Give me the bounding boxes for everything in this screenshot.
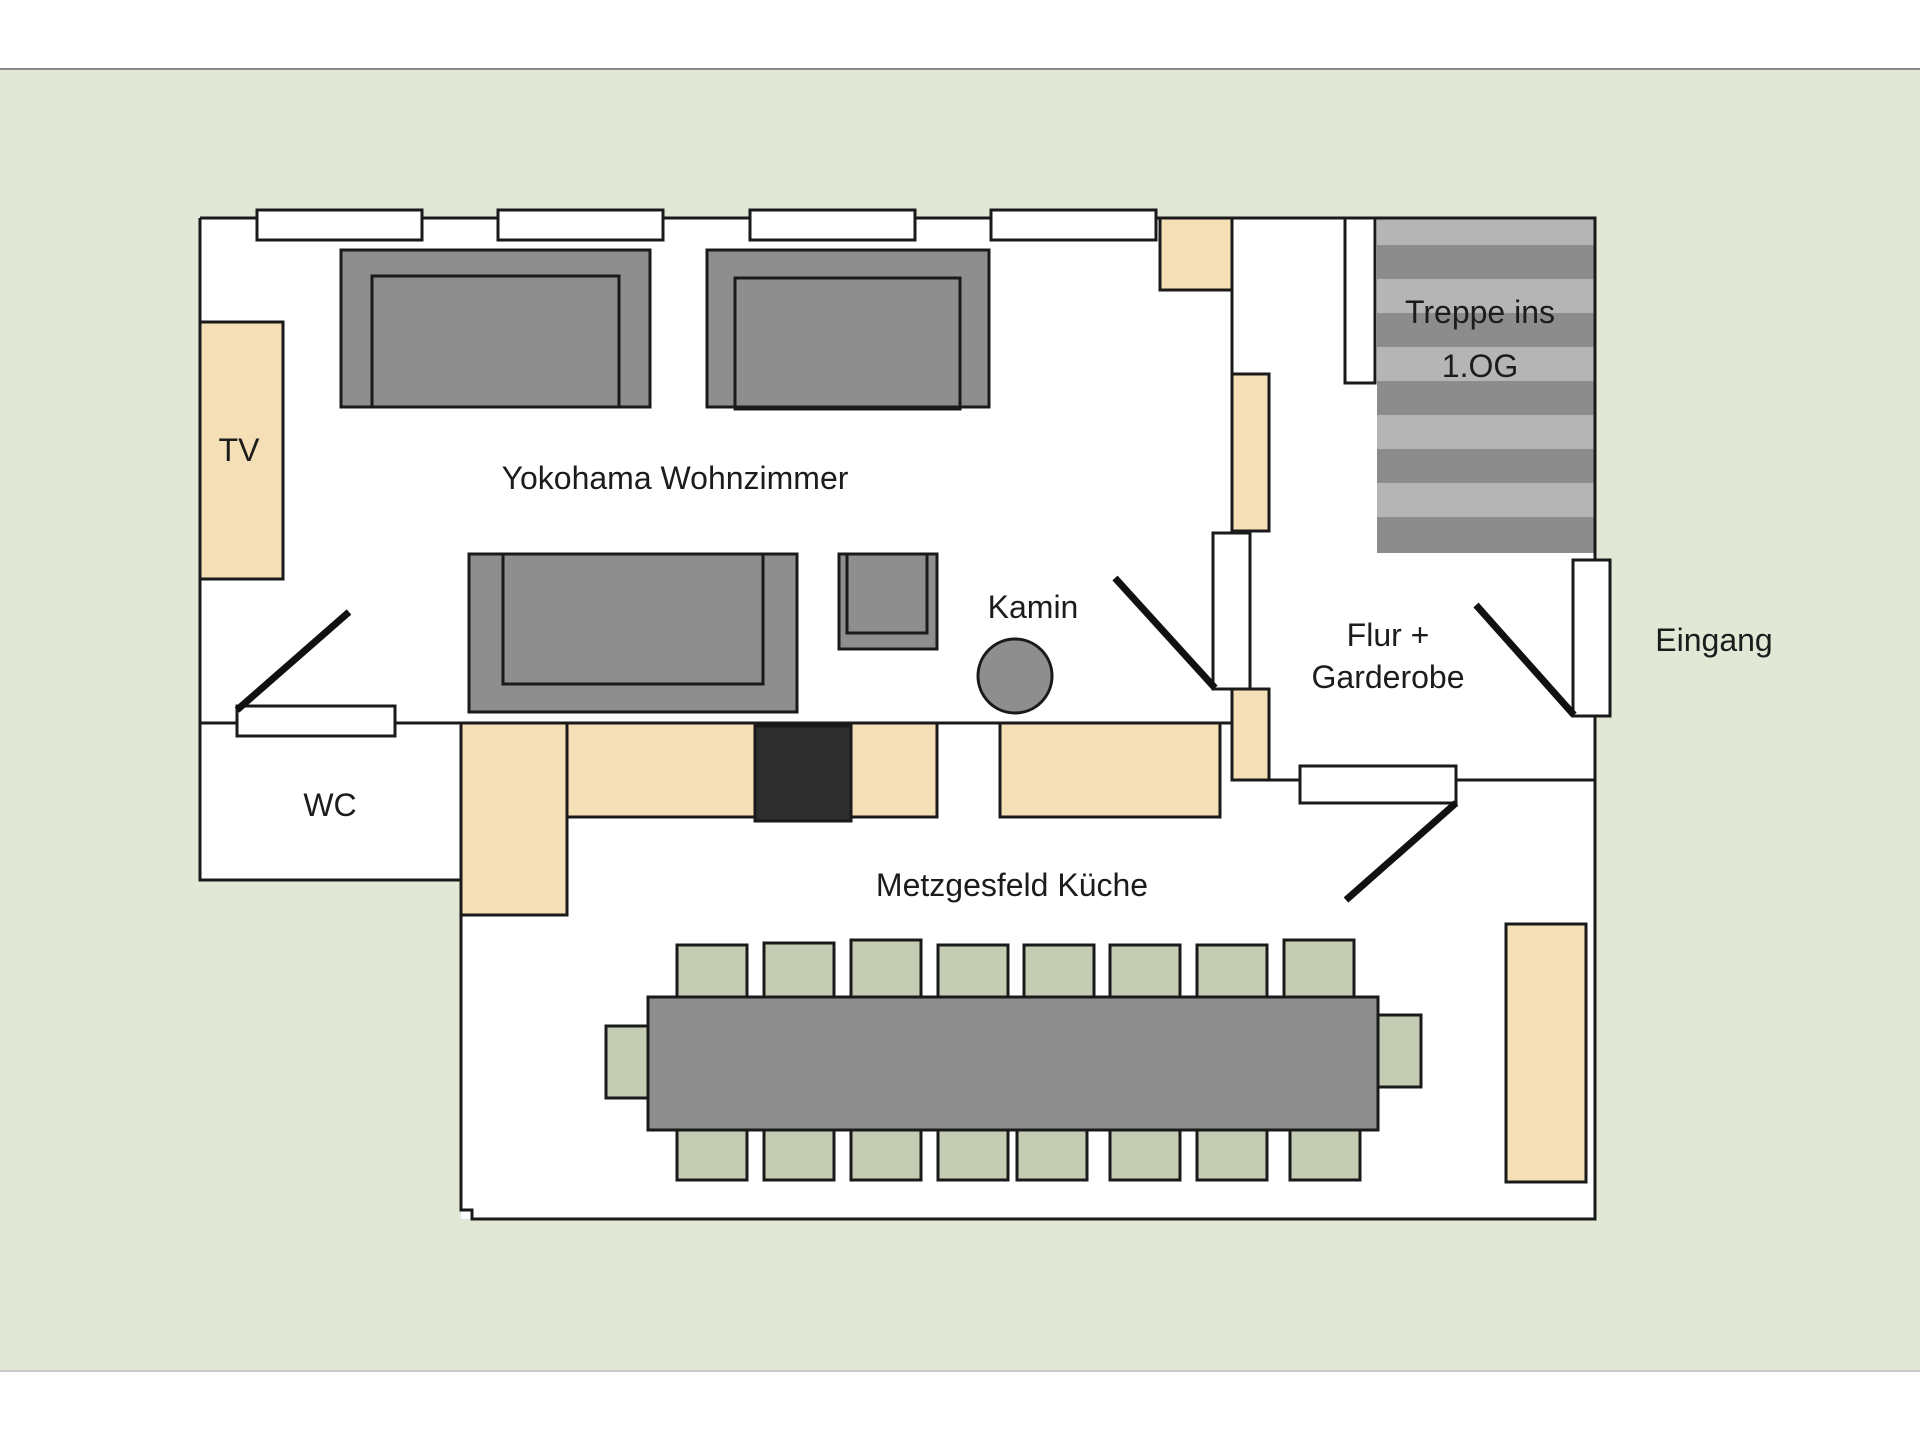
window <box>496 208 665 242</box>
outer-wall <box>198 216 1597 1221</box>
windows <box>255 208 1377 385</box>
cabinets <box>198 216 1588 1184</box>
stove <box>753 724 853 823</box>
label-entrance: Eingang <box>1655 622 1772 658</box>
dining-table <box>646 995 1380 1132</box>
label-stairs-line1: Treppe ins <box>1405 294 1555 330</box>
armchair-seat <box>845 552 929 635</box>
sofa <box>339 248 652 409</box>
sofa <box>467 552 799 714</box>
corner-cabinet <box>1158 216 1234 292</box>
label-tv: TV <box>219 432 261 468</box>
chair <box>762 1128 836 1182</box>
chair <box>1108 1128 1182 1182</box>
sofa <box>705 248 991 409</box>
chair <box>1015 1128 1089 1182</box>
label-wc: WC <box>303 787 356 823</box>
chair <box>675 943 749 1001</box>
chair <box>1288 1128 1362 1182</box>
chair <box>936 1128 1010 1182</box>
label-fireplace: Kamin <box>988 589 1079 625</box>
chair <box>849 1128 923 1182</box>
sofa-seat <box>733 276 962 411</box>
window <box>1343 216 1377 385</box>
window <box>989 208 1158 242</box>
tv-cabinet <box>198 320 285 581</box>
door-leaf-kitchen <box>1343 800 1459 903</box>
hall-cabinet <box>1230 372 1271 533</box>
dining-chairs <box>604 938 1423 1182</box>
door-frame-living-hall <box>1211 531 1252 691</box>
chair <box>1108 943 1182 1001</box>
kitchen-counter-corner <box>459 721 569 917</box>
door-frame-entrance <box>1571 558 1612 718</box>
kitchen-counter-right <box>998 721 1222 819</box>
living-furniture <box>339 248 1054 715</box>
chair <box>1282 938 1356 1001</box>
door-leaf-entrance <box>1473 602 1577 718</box>
label-hall-line1: Flur + <box>1347 617 1430 653</box>
chair <box>936 943 1010 1001</box>
label-kitchen: Metzgesfeld Küche <box>876 867 1148 903</box>
sofa-seat <box>370 274 621 409</box>
door-leaf-living-hall <box>1112 575 1218 691</box>
armchair <box>837 552 939 651</box>
chair <box>1195 1128 1269 1182</box>
kitchen-sideboard <box>1504 922 1588 1184</box>
room-labels: TV Yokohama Wohnzimmer Kamin Treppe ins … <box>219 294 1773 903</box>
chair <box>762 941 836 1001</box>
chair <box>1195 943 1269 1001</box>
chair <box>1374 1013 1423 1089</box>
door-frame-wc <box>235 704 397 738</box>
hall-cabinet-lower <box>1230 687 1271 782</box>
label-stairs-line2: 1.OG <box>1442 348 1518 384</box>
chair <box>675 1128 749 1182</box>
sofa-seat <box>501 552 765 686</box>
door-leaf-wc <box>234 609 352 713</box>
window <box>255 208 424 242</box>
doors <box>234 531 1612 903</box>
chair <box>849 938 923 1001</box>
chair <box>604 1024 653 1100</box>
label-living-room: Yokohama Wohnzimmer <box>502 460 849 496</box>
chair <box>1022 943 1096 1001</box>
label-hall-line2: Garderobe <box>1312 659 1465 695</box>
window <box>748 208 917 242</box>
fireplace <box>976 637 1054 715</box>
door-frame-kitchen <box>1298 764 1458 805</box>
dining-set <box>604 938 1423 1182</box>
kitchen-counter <box>565 721 939 819</box>
staircase <box>1377 218 1595 553</box>
